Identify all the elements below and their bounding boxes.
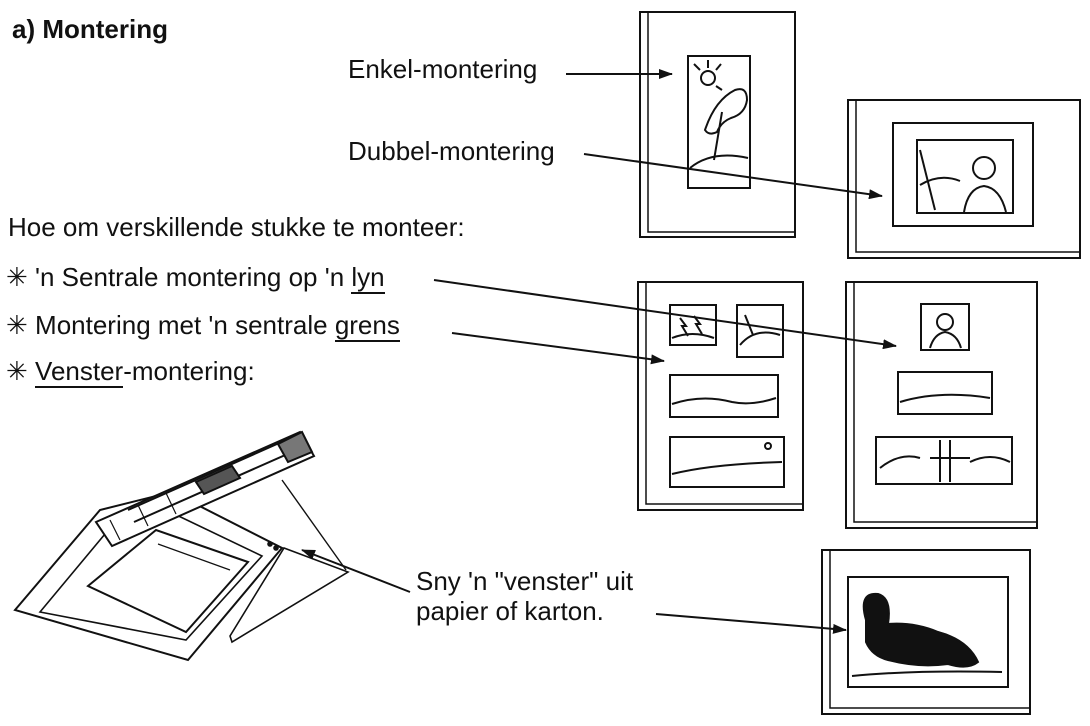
central-border-board xyxy=(845,281,1038,529)
label-cut-window-line2: papier of karton. xyxy=(416,596,604,626)
label-single-mount: Enkel-montering xyxy=(348,54,538,84)
underlined-word: Venster xyxy=(35,357,124,389)
arrow-cut xyxy=(301,549,411,593)
double-mount-board xyxy=(847,99,1081,259)
arrow-double xyxy=(583,153,883,200)
window-mount-board xyxy=(821,549,1031,715)
asterisk-icon: ✳ xyxy=(6,262,28,292)
arrow-window xyxy=(655,613,847,634)
label-cut-window-line1: Sny 'n "venster" uit xyxy=(416,566,634,596)
bullet-window-mount: ✳ Venster-montering: xyxy=(6,356,255,389)
asterisk-icon: ✳ xyxy=(6,356,28,386)
single-mount-board xyxy=(639,11,796,238)
arrow-border xyxy=(451,332,665,365)
underlined-word: grens xyxy=(334,311,400,343)
bullet-text: 'n Sentrale montering op 'n xyxy=(35,262,352,292)
arrow-line xyxy=(433,279,897,350)
label-double-mount: Dubbel-montering xyxy=(348,136,555,166)
bullet-text: -montering: xyxy=(123,356,255,386)
cutter-and-paper xyxy=(13,430,350,662)
diagram-title: a) Montering xyxy=(12,14,168,44)
central-line-board xyxy=(637,281,804,511)
bullet-text: Montering met 'n sentrale xyxy=(35,310,335,340)
bullet-central-border: ✳ Montering met 'n sentrale grens xyxy=(6,310,400,343)
pointer-arrows xyxy=(301,69,897,634)
bullet-central-line: ✳ 'n Sentrale montering op 'n lyn xyxy=(6,262,385,295)
asterisk-icon: ✳ xyxy=(6,310,28,340)
label-how-to-mount: Hoe om verskillende stukke te monteer: xyxy=(8,212,465,242)
underlined-word: lyn xyxy=(351,263,385,295)
